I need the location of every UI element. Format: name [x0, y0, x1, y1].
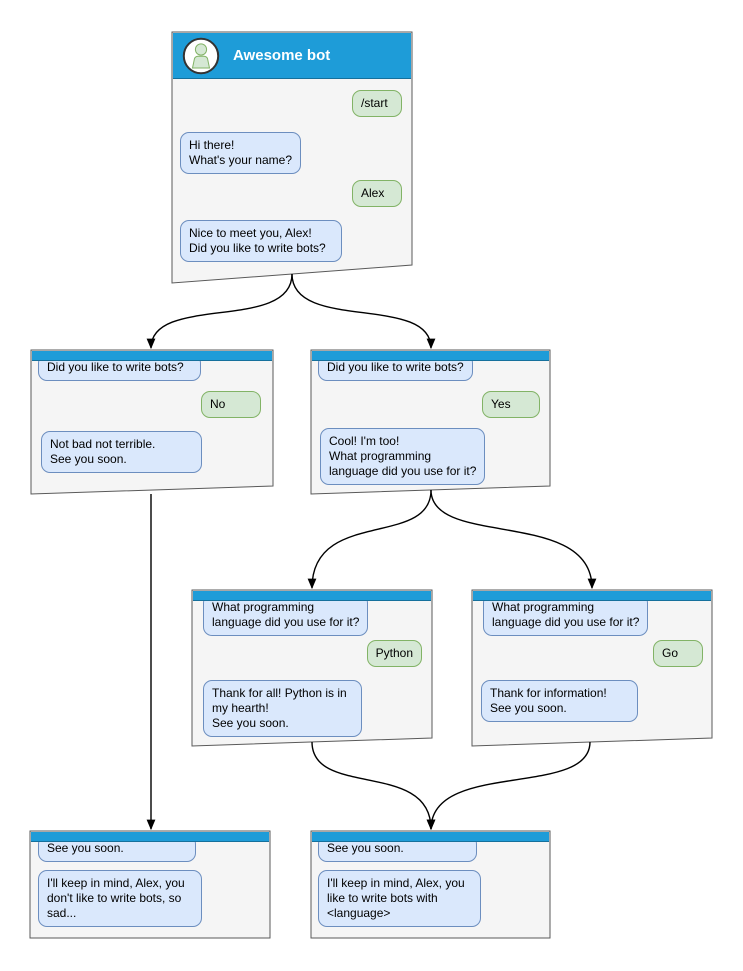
user-message-bubble: /start — [352, 90, 402, 117]
window-branch-go: What programming language did you use fo… — [472, 590, 712, 746]
bot-message-bubble: Thank for information! See you soon. — [481, 680, 638, 722]
edge-start-to-no — [146, 273, 293, 350]
bot-message-bubble: What programming language did you use fo… — [483, 594, 649, 636]
window-branch-python: What programming language did you use fo… — [192, 590, 432, 746]
bot-message-bubble: Thank for all! Python is in my hearth! S… — [203, 680, 362, 737]
user-message-bubble: Python — [366, 640, 422, 667]
bot-message-bubble: Hi there! What's your name? — [180, 132, 302, 174]
window-header-bar — [31, 832, 269, 842]
window-header-bar — [312, 351, 549, 361]
edge-yes-to-go — [430, 489, 597, 590]
window-branch-no: Did you like to write bots? No Not bad n… — [31, 350, 273, 494]
bot-message-bubble: Nice to meet you, Alex! Did you like to … — [180, 220, 342, 262]
window-header-bar — [473, 591, 711, 601]
bot-message-bubble: Cool! I'm too! What programming language… — [320, 428, 486, 485]
window-header-bar — [193, 591, 431, 601]
bot-message-bubble: I'll keep in mind, Alex, you don't like … — [38, 870, 202, 927]
bot-message-bubble: I'll keep in mind, Alex, you like to wri… — [318, 870, 481, 927]
window-branch-yes: Did you like to write bots? Yes Cool! I'… — [311, 350, 550, 494]
user-message-bubble: Go — [653, 640, 703, 667]
window-main-chat: Awesome bot /start Hi there! What's your… — [172, 32, 412, 283]
edge-start-to-yes — [291, 273, 436, 350]
user-message-bubble: Yes — [482, 391, 540, 418]
edge-yes-to-python — [307, 489, 432, 590]
window-end-no: See you soon. I'll keep in mind, Alex, y… — [30, 831, 270, 938]
window-header-bar — [312, 832, 549, 842]
edge-go-to-end — [426, 741, 591, 831]
bot-avatar person-icon — [182, 37, 220, 74]
user-message-bubble: No — [201, 391, 261, 418]
user-message-bubble: Alex — [352, 180, 402, 207]
bot-message-bubble: What programming language did you use fo… — [203, 594, 369, 636]
window-end-language: See you soon. I'll keep in mind, Alex, y… — [311, 831, 550, 938]
window-header-bar — [32, 351, 272, 361]
bot-message-bubble: Not bad not terrible. See you soon. — [41, 431, 202, 473]
window-title: Awesome bot — [233, 47, 331, 64]
window-main-header: Awesome bot — [173, 33, 411, 79]
edge-python-to-end — [311, 741, 436, 831]
